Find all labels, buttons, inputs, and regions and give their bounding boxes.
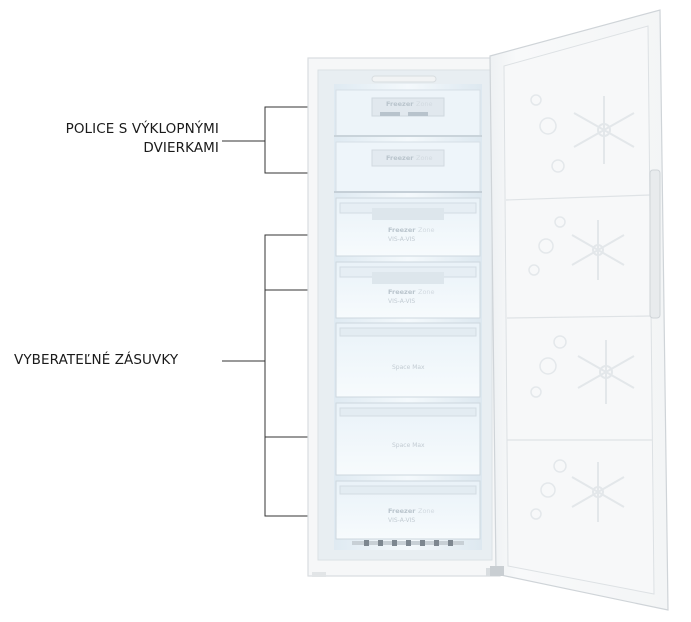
door-handle xyxy=(649,169,661,319)
drawer-5-brand-suffix: Zone xyxy=(418,507,435,515)
callout-shelves-label: POLICE S VÝKLOPNÝMI DVIERKAMI xyxy=(0,120,219,158)
drawer-4: Space Max xyxy=(335,402,481,476)
flap-shelf-1: Freezer Zone xyxy=(334,89,482,137)
drawer-5: Freezer Zone VIS-A-VIS xyxy=(335,480,481,540)
drawer-1-small: VIS-A-VIS xyxy=(388,236,415,243)
drawer-4-zone: Space Max xyxy=(392,442,425,449)
flap-shelf-2: Freezer Zone xyxy=(334,141,482,193)
drawer-2-small: VIS-A-VIS xyxy=(388,298,415,305)
callout-shelves-line1: POLICE S VÝKLOPNÝMI xyxy=(65,121,219,137)
drawer-3: Space Max xyxy=(335,322,481,398)
drawers-bracket xyxy=(264,234,340,517)
drawer-1-brand-suffix: Zone xyxy=(418,226,435,234)
drawer-1: Freezer Zone VIS-A-VIS xyxy=(335,197,481,257)
open-door xyxy=(489,9,669,611)
shelves-bracket xyxy=(264,106,340,174)
drawer-3-zone: Space Max xyxy=(392,364,425,371)
callout-shelves-line2: DVIERKAMI xyxy=(143,140,219,156)
interior-light xyxy=(371,75,437,83)
bubble-decoration xyxy=(528,94,567,520)
bottom-grille xyxy=(352,540,464,546)
snowflake-decoration xyxy=(571,96,635,522)
drawer-1-brand: Freezer xyxy=(388,226,416,234)
drawer-2-brand: Freezer xyxy=(388,288,416,296)
callout-drawers-label: VYBERATEĽNÉ ZÁSUVKY xyxy=(14,352,179,368)
shelf-2-brand: Freezer xyxy=(386,154,414,162)
drawer-2-brand-suffix: Zone xyxy=(418,288,435,296)
drawer-5-small: VIS-A-VIS xyxy=(388,517,415,524)
shelf-1-brand: Freezer xyxy=(386,100,414,108)
shelf-2-brand-suffix: Zone xyxy=(416,154,433,162)
drawer-5-brand: Freezer xyxy=(388,507,416,515)
shelf-1-brand-suffix: Zone xyxy=(416,100,433,108)
drawer-2: Freezer Zone VIS-A-VIS xyxy=(335,261,481,319)
